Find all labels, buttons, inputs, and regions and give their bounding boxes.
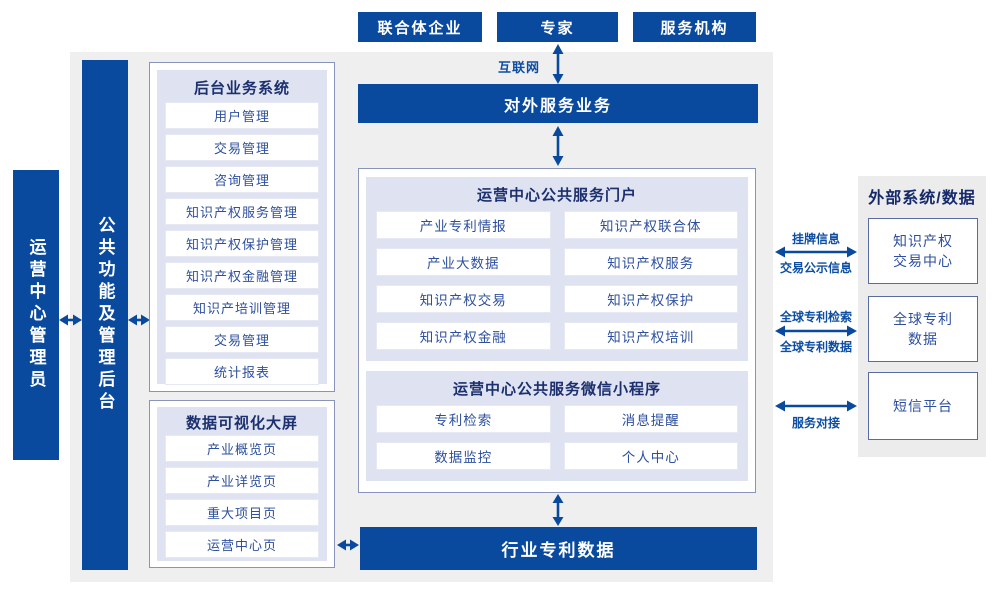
link-label-global-patent-search: 全球专利检索 <box>779 310 852 324</box>
portal-item: 知识产权保护 <box>563 285 738 313</box>
backend-item: 统计报表 <box>165 358 319 385</box>
backend-item: 知识产培训管理 <box>165 294 319 321</box>
public-service-portal-panel: 运营中心公共服务门户 产业专利情报 知识产权联合体 产业大数据 知识产权服务 知… <box>366 177 748 361</box>
miniprogram-item: 消息提醒 <box>563 405 738 433</box>
portal-item: 知识产权金融 <box>376 322 551 350</box>
ext-box-line: 交易中心 <box>893 253 953 269</box>
link-label-trade-publicity-info: 交易公示信息 <box>779 261 852 275</box>
portal-title: 运营中心公共服务门户 <box>476 187 637 204</box>
external-box-global-patent-data: 全球专利 数据 <box>868 296 978 362</box>
backend-item: 咨询管理 <box>165 166 319 193</box>
backend-item: 交易管理 <box>165 134 319 161</box>
backend-item: 用户管理 <box>165 102 319 129</box>
miniprogram-item: 专利检索 <box>376 405 551 433</box>
data-visualization-screen-box: 数据可视化大屏 产业概览页 产业详览页 重大项目页 运营中心页 <box>149 400 335 568</box>
backend-system-panel: 后台业务系统 用户管理 交易管理 咨询管理 知识产权服务管理 知识产权保护管理 … <box>157 70 327 385</box>
external-service-business-bar: 对外服务业务 <box>358 84 758 123</box>
backend-item: 知识产权金融管理 <box>165 262 319 289</box>
actor-consortium-enterprises: 联合体企业 <box>358 12 482 42</box>
portal-item: 知识产权培训 <box>563 322 738 350</box>
double-arrow-horizontal-icon <box>337 538 359 552</box>
backend-item: 知识产权保护管理 <box>165 230 319 257</box>
data-screen-item: 产业概览页 <box>165 435 319 462</box>
miniprogram-title: 运营中心公共服务微信小程序 <box>452 381 661 398</box>
double-arrow-horizontal-icon <box>775 245 857 259</box>
ext-box-line: 知识产权 <box>893 232 953 249</box>
double-arrow-horizontal-icon <box>59 313 82 327</box>
data-screen-item: 运营中心页 <box>165 531 319 558</box>
portal-item: 知识产权服务 <box>563 248 738 276</box>
backend-system-title: 后台业务系统 <box>193 80 290 97</box>
industry-patent-data-bar: 行业专利数据 <box>360 527 757 570</box>
backend-item: 知识产权服务管理 <box>165 198 319 225</box>
double-arrow-horizontal-icon <box>775 399 857 413</box>
double-arrow-horizontal-icon <box>775 324 857 338</box>
actor-experts: 专家 <box>497 12 618 42</box>
data-screen-item: 产业详览页 <box>165 467 319 494</box>
double-arrow-vertical-icon <box>551 126 565 166</box>
ext-box-line: 数据 <box>908 331 938 347</box>
data-screen-item: 重大项目页 <box>165 499 319 526</box>
portal-item: 知识产权联合体 <box>563 211 738 239</box>
link-label-listing-info: 挂牌信息 <box>791 232 840 246</box>
ext-box-line: 短信平台 <box>893 397 953 414</box>
internet-label: 互联网 <box>498 60 541 75</box>
actor-service-organizations: 服务机构 <box>633 12 756 42</box>
external-systems-panel: 外部系统/数据 知识产权 交易中心 全球专利 数据 短信平台 <box>858 176 986 457</box>
portal-item: 知识产权交易 <box>376 285 551 313</box>
backend-business-system-box: 后台业务系统 用户管理 交易管理 咨询管理 知识产权服务管理 知识产权保护管理 … <box>149 62 335 392</box>
ext-box-line: 全球专利 <box>893 310 953 327</box>
double-arrow-vertical-icon <box>551 44 565 84</box>
external-box-ip-trading-center: 知识产权 交易中心 <box>868 218 978 284</box>
data-screen-title: 数据可视化大屏 <box>185 415 298 432</box>
link-label-global-patent-data: 全球专利数据 <box>779 340 852 354</box>
external-systems-title: 外部系统/数据 <box>868 190 976 207</box>
double-arrow-horizontal-icon <box>128 313 150 327</box>
wechat-miniprogram-panel: 运营中心公共服务微信小程序 专利检索 消息提醒 数据监控 个人中心 <box>366 371 748 481</box>
portal-item: 产业专利情报 <box>376 211 551 239</box>
link-label-service-docking: 服务对接 <box>791 416 840 430</box>
portal-item: 产业大数据 <box>376 248 551 276</box>
miniprogram-item: 个人中心 <box>563 442 738 470</box>
public-functions-backend-bar: 公共功能及管理后台 <box>82 60 128 570</box>
miniprogram-item: 数据监控 <box>376 442 551 470</box>
data-screen-panel: 数据可视化大屏 产业概览页 产业详览页 重大项目页 运营中心页 <box>157 407 327 561</box>
portal-and-miniprogram-box: 运营中心公共服务门户 产业专利情报 知识产权联合体 产业大数据 知识产权服务 知… <box>358 168 756 493</box>
double-arrow-vertical-icon <box>551 494 565 526</box>
operation-center-admin-box: 运营中心管理员 <box>13 170 59 460</box>
external-box-sms-platform: 短信平台 <box>868 372 978 440</box>
backend-item: 交易管理 <box>165 326 319 353</box>
